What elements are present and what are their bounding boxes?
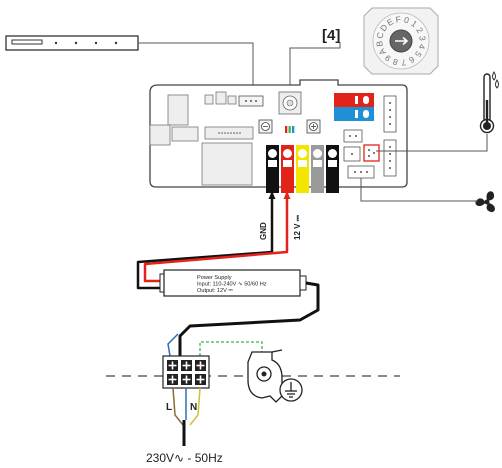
neutral-label: N — [190, 402, 197, 413]
gnd-wire — [136, 193, 274, 290]
fan-lead — [360, 178, 478, 202]
mains-cable — [178, 281, 320, 356]
gnd-label: GND — [259, 222, 268, 240]
dial-label: 8 — [392, 56, 399, 67]
line-wire — [172, 387, 184, 426]
earth-wire — [199, 341, 263, 356]
thermometer-lead — [376, 134, 488, 152]
dial-label: A — [376, 47, 388, 57]
dial-label: 2 — [414, 26, 425, 35]
callout-label: [4] — [322, 27, 340, 44]
power-supply-input: Input: 110-240V ∿ 50/60 Hz — [197, 282, 267, 288]
dial-label: F — [395, 14, 401, 25]
dial-label: 4 — [416, 43, 427, 50]
callout-line — [289, 42, 341, 98]
terminal-block-icon — [162, 355, 210, 389]
dial-label: 0 — [403, 15, 410, 26]
earth-wire-lower — [189, 387, 201, 426]
sensor-strip-icon — [5, 35, 139, 51]
ground-symbol-icon — [279, 378, 303, 402]
dial-label: E — [385, 16, 395, 28]
supply-wire — [143, 193, 289, 283]
dial-label: 6 — [407, 54, 416, 65]
dial-label: 5 — [413, 49, 424, 59]
dial-label: 9 — [383, 53, 393, 64]
dial-label: 7 — [401, 57, 407, 68]
dial-label: 1 — [409, 18, 419, 29]
neutral-wire — [167, 333, 179, 357]
dial-label: C — [374, 31, 385, 40]
thermometer-humidity-icon — [479, 71, 499, 134]
fan-icon — [475, 191, 495, 212]
sensor-strip-lead — [138, 42, 254, 96]
supply-label: 12 V ⎓ — [293, 214, 302, 240]
dial-label: B — [374, 40, 385, 47]
mounting-bracket-icon — [247, 349, 283, 403]
mains-label: 230V∿ - 50Hz — [146, 451, 223, 465]
power-supply-output: Output: 12V ⎓ — [197, 288, 233, 294]
power-supply-title: Power Supply — [197, 275, 232, 281]
power-supply-icon: Power Supply Input: 110-240V ∿ 50/60 Hz … — [159, 269, 307, 297]
gnd-arrow — [268, 191, 276, 199]
dial-label: 3 — [417, 35, 428, 41]
line-label: L — [166, 402, 172, 413]
dial-label: D — [378, 22, 390, 33]
supply-arrow — [283, 191, 291, 199]
controller-board — [149, 79, 408, 193]
